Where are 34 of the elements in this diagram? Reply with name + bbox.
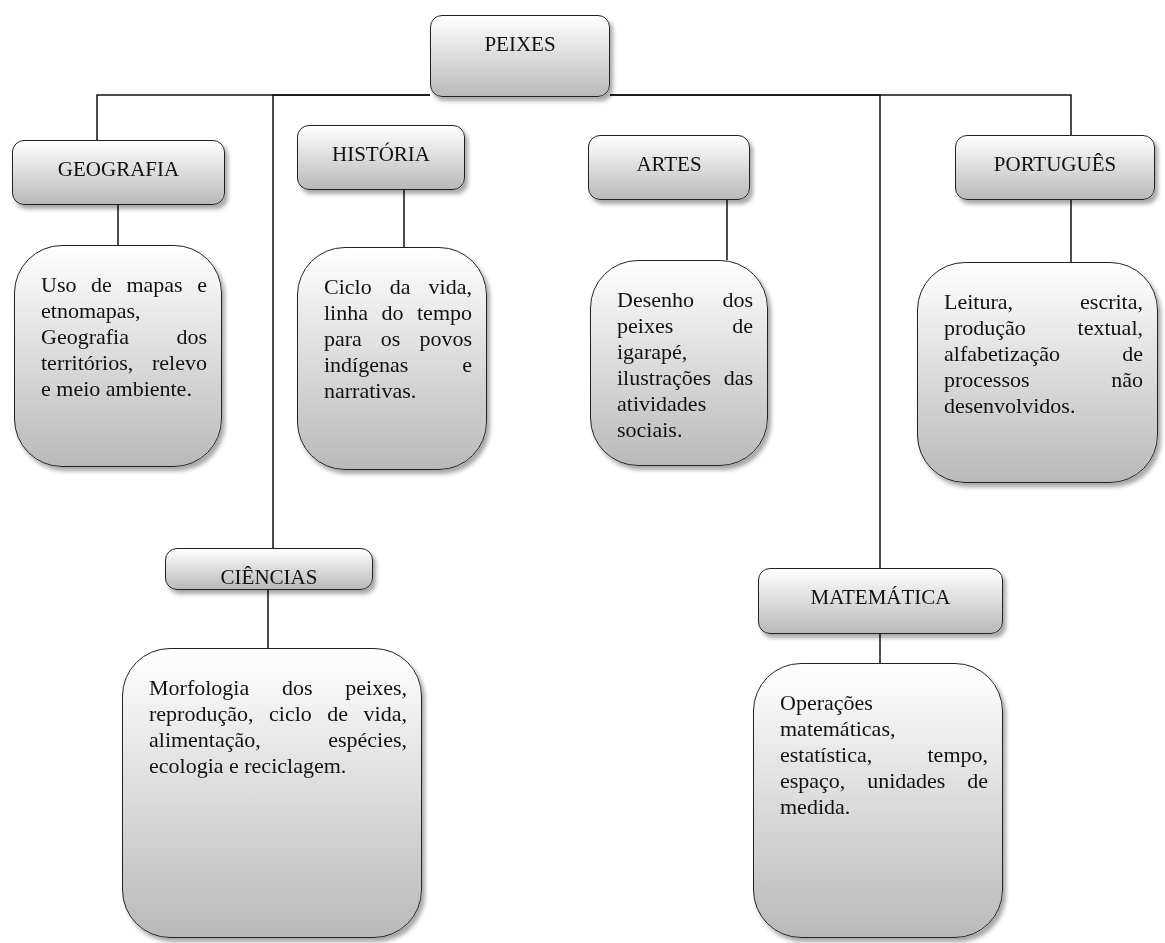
- topic-box: [165, 548, 373, 590]
- connector-line: [609, 94, 1072, 136]
- topic-label: HISTÓRIA: [332, 142, 430, 167]
- topic-label: PEIXES: [484, 32, 556, 57]
- content-box: [590, 260, 768, 466]
- topic-label: CIÊNCIAS: [220, 565, 318, 590]
- topic-box: [758, 568, 1003, 634]
- content-box: [122, 648, 422, 938]
- content-text: Leitura, escrita, produção textual, alfabetização de processos não desenvolvidos.: [944, 289, 1143, 419]
- topic-box: [430, 15, 610, 97]
- topic-box: [955, 135, 1155, 200]
- connector-line: [1070, 199, 1072, 263]
- content-text: Desenho dos peixes de igarapé, ilustrações das atividades sociais.: [617, 287, 753, 443]
- topic-label: ARTES: [636, 152, 702, 177]
- content-text: Operações matemáticas, estatística, tempo, espaço, unidades de medida.: [780, 690, 988, 820]
- content-text: Morfologia dos peixes, reprodução, ciclo de vida, alimentação, espécies, ecologia e reciclagem.: [149, 675, 407, 779]
- topic-box: [12, 140, 225, 205]
- content-text: Ciclo da vida, linha do tempo para os povos indígenas e narrativas.: [324, 274, 472, 404]
- connector-line: [272, 94, 431, 549]
- content-box: [917, 262, 1158, 483]
- topic-box: [297, 125, 465, 190]
- connector-line: [403, 189, 405, 248]
- topic-box: [588, 135, 750, 200]
- content-text: Uso de mapas e etnomapas, Geografia dos territórios, relevo e meio ambiente.: [41, 272, 207, 402]
- content-box: [297, 247, 487, 470]
- content-box: [14, 245, 222, 467]
- connector-line: [879, 633, 881, 664]
- connector-line: [726, 199, 728, 261]
- connector-line: [267, 589, 269, 649]
- topic-label: GEOGRAFIA: [57, 157, 180, 182]
- topic-label: PORTUGUÊS: [993, 152, 1117, 177]
- topic-label: MATEMÁTICA: [810, 585, 951, 610]
- connector-line: [117, 204, 119, 246]
- content-box: [753, 663, 1003, 938]
